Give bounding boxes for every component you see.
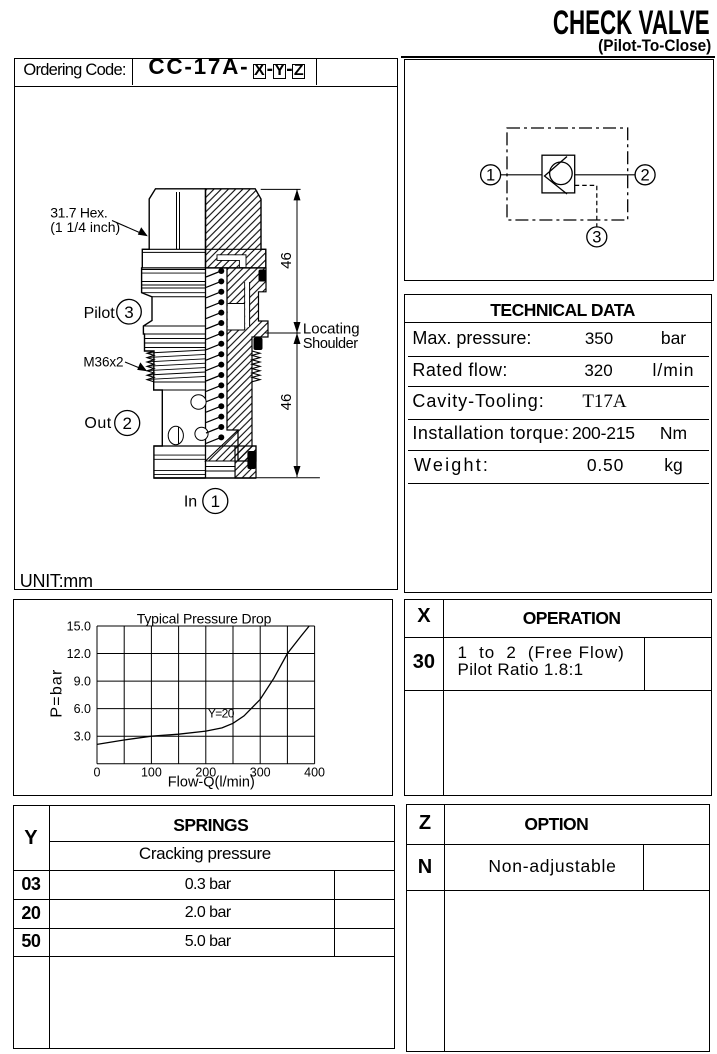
svg-text:6.0: 6.0 xyxy=(74,702,91,716)
svg-text:0: 0 xyxy=(94,766,101,780)
svg-text:3.0: 3.0 xyxy=(74,730,91,744)
svg-text:Locating: Locating xyxy=(303,321,360,338)
svg-text:2: 2 xyxy=(122,414,131,433)
svg-text:In: In xyxy=(184,494,197,511)
svg-text:Typical Pressure Drop: Typical Pressure Drop xyxy=(137,611,272,627)
svg-text:46: 46 xyxy=(278,394,295,411)
svg-text:31.7 Hex.: 31.7 Hex. xyxy=(50,205,107,221)
svg-text:3: 3 xyxy=(592,229,601,247)
svg-text:3: 3 xyxy=(124,303,133,322)
svg-text:300: 300 xyxy=(250,766,271,780)
svg-text:12.0: 12.0 xyxy=(67,647,91,661)
svg-text:2: 2 xyxy=(641,167,650,185)
svg-text:Flow-Q(l/min): Flow-Q(l/min) xyxy=(168,774,255,790)
svg-text:1: 1 xyxy=(486,167,495,185)
svg-text:Pilot: Pilot xyxy=(84,305,116,322)
svg-text:Shoulder: Shoulder xyxy=(303,336,358,352)
svg-text:400: 400 xyxy=(304,766,325,780)
svg-text:1: 1 xyxy=(211,492,220,511)
svg-text:(1 1/4 inch): (1 1/4 inch) xyxy=(50,219,120,235)
svg-text:M36x2: M36x2 xyxy=(83,354,123,369)
svg-text:Out: Out xyxy=(84,415,111,432)
svg-text:200: 200 xyxy=(195,766,216,780)
svg-text:15.0: 15.0 xyxy=(67,619,91,633)
svg-text:9.0: 9.0 xyxy=(74,674,91,688)
svg-text:Y=20: Y=20 xyxy=(208,707,235,721)
svg-text:46: 46 xyxy=(278,252,295,269)
svg-text:P=bar: P=bar xyxy=(49,668,66,717)
svg-text:100: 100 xyxy=(141,766,162,780)
